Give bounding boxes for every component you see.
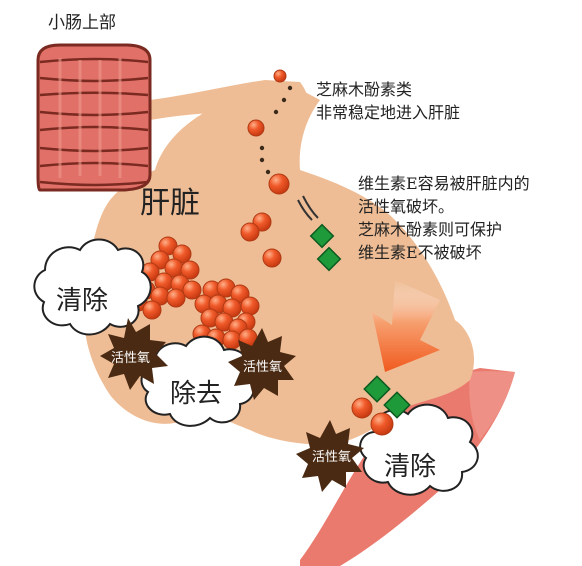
cloud-label-clear-left: 清除 [56, 280, 108, 317]
intestine-label: 小肠上部 [48, 8, 116, 33]
note-line: 芝麻木酚素则可保护 [358, 218, 530, 241]
note-vitamin-e-protection: 维生素E容易被肝脏内的 活性氧破坏。 芝麻木酚素则可保护 维生素E不被破坏 [358, 172, 530, 264]
sesamin-particle-icon [183, 281, 201, 299]
sesamin-particle-icon [371, 413, 393, 435]
cloud-label-clear-right: 清除 [384, 446, 436, 483]
note-line: 维生素E容易被肝脏内的 [358, 172, 530, 195]
note-sesamin-stable: 芝麻木酚素类 非常稳定地进入肝脏 [316, 78, 460, 124]
sesamin-particle-icon [248, 120, 264, 136]
ros-label: 活性氧 [243, 356, 282, 375]
cloud-label-remove: 除去 [170, 373, 222, 410]
sesamin-particle-icon [167, 289, 185, 307]
blood-vessel-highlight [469, 371, 515, 440]
sesamin-particle-icon [143, 301, 161, 319]
note-line: 活性氧破坏。 [358, 195, 530, 218]
sesamin-particle-icon [269, 174, 289, 194]
sesamin-particle-icon [223, 331, 241, 349]
ros-label: 活性氧 [312, 446, 351, 465]
sesamin-particle-icon [241, 297, 259, 315]
sesamin-particle-icon [352, 398, 372, 418]
liver-label: 肝脏 [140, 178, 200, 222]
note-line: 维生素E不被破坏 [358, 241, 530, 264]
note-line: 非常稳定地进入肝脏 [316, 101, 460, 124]
ros-label: 活性氧 [111, 347, 150, 366]
sesamin-particle-icon [241, 223, 259, 241]
intestine-icon [38, 45, 150, 190]
sesamin-particle-icon [274, 70, 286, 82]
note-line: 芝麻木酚素类 [316, 78, 460, 101]
sesamin-particle-icon [263, 249, 281, 267]
